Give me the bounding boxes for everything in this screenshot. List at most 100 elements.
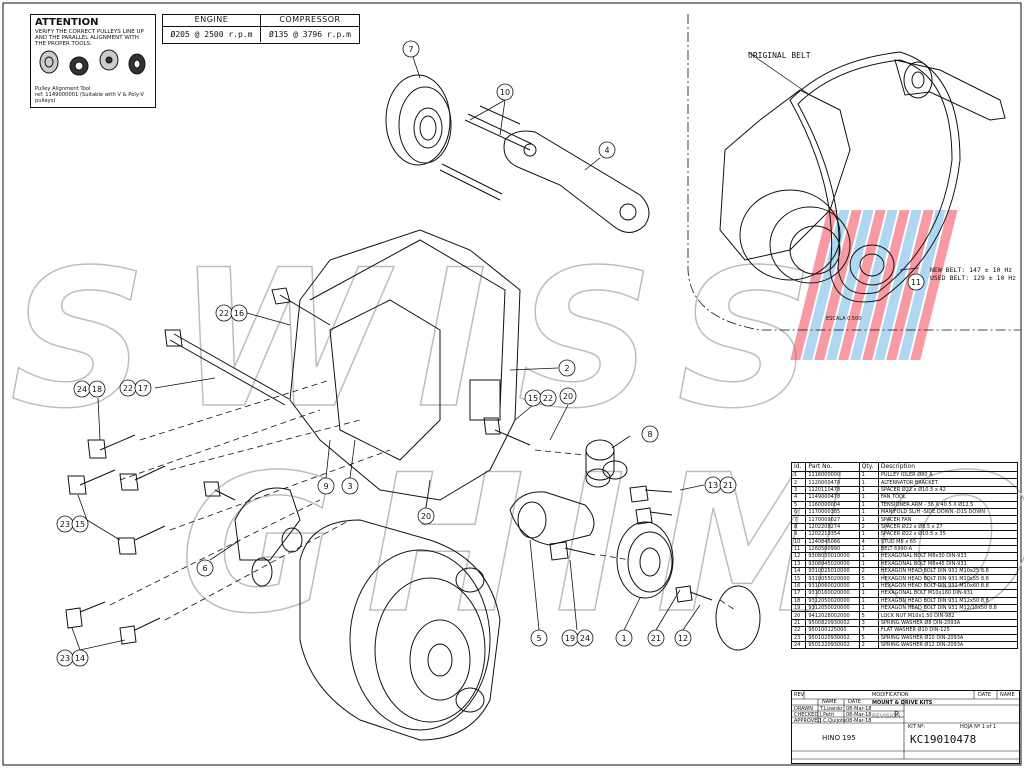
kit-number: KC19010478	[910, 733, 977, 746]
engine-header: ENGINE	[163, 15, 261, 27]
cell-id: 4	[790, 493, 807, 502]
alignment-tool-illustration	[39, 49, 146, 76]
header-part-no: Part No.	[805, 462, 860, 472]
cell-qty: 1	[858, 589, 879, 598]
cell-part-no: 1260500990	[805, 544, 860, 554]
cell-description: FAN TOOL	[877, 493, 1019, 502]
callout-1	[615, 629, 633, 647]
studs	[439, 105, 533, 201]
callout-label: 21	[723, 481, 733, 490]
callout-label: 22	[543, 394, 553, 403]
cell-qty: 1	[858, 544, 879, 554]
callout-label: 24	[77, 385, 87, 394]
revision-label: REVISION:	[872, 713, 903, 720]
cell-id: 12	[790, 552, 807, 561]
callout-12	[674, 629, 692, 647]
cell-part-no: 1120110478	[805, 485, 860, 495]
cell-description: SPACER Ø22 x Ø8.5 x 27	[877, 522, 1019, 532]
cell-description: STUD M8 x 65	[877, 537, 1019, 546]
cell-id: 17	[790, 589, 807, 598]
cell-qty: 7	[858, 626, 879, 635]
callout-2	[558, 359, 576, 377]
cell-part-no: 9310060020000	[805, 581, 860, 591]
cell-qty: 2	[858, 522, 879, 532]
cell-part-no: 1202219354	[805, 530, 860, 539]
attention-notice: ATTENTION VERIFY THE CORRECT PULLEYS LIN…	[30, 14, 156, 108]
cell-id: 9	[790, 530, 807, 539]
category-label: MOUNT & DRIVE KITS	[872, 700, 933, 706]
cell-qty: 1	[858, 559, 879, 569]
approved-name: J.C.Quijote	[820, 718, 847, 724]
title-block: REV MODIFICATION DATE NAME NAME DATE DRA…	[791, 690, 1020, 764]
drawn-label: DRAWN	[794, 706, 813, 712]
cell-id: 23	[790, 633, 807, 643]
callout-label: 12	[678, 634, 688, 643]
cell-description: SPRING WASHER Ø12 DIN-2093A	[877, 640, 1019, 650]
speed-table: ENGINE COMPRESSOR Ø205 @ 2500 r.p.m Ø135…	[162, 14, 360, 44]
callout-21b	[647, 629, 665, 647]
callout-4	[598, 141, 616, 159]
callout-label: 23	[60, 654, 70, 663]
cell-qty: 2	[858, 640, 879, 650]
parts-header-row: Id. Part No. Qty. Description	[790, 462, 1019, 472]
model-name: HINO 195	[822, 734, 856, 742]
assembly-lines	[109, 379, 736, 621]
cell-description: MANIFOLD SL/H -SIDE DOWN -D1S DOWN	[877, 507, 1019, 517]
callout-20b	[417, 507, 435, 525]
cell-qty: 1	[858, 581, 879, 591]
cell-qty: 5	[858, 633, 879, 643]
callout-5	[530, 629, 548, 647]
callout-label: 17	[138, 384, 148, 393]
alternator-bracket	[289, 229, 521, 501]
inset-callout: 11	[911, 278, 921, 287]
checked-name: J.Petit	[820, 712, 835, 718]
callout-label: 13	[708, 481, 718, 490]
new-belt-label: NEW BELT: 147 ± 10 Hz	[930, 266, 1012, 274]
cell-part-no: 1170009027	[805, 515, 860, 524]
cell-id: 20	[790, 611, 807, 620]
cell-id: 2	[790, 478, 807, 487]
cell-id: 7	[790, 515, 807, 524]
cell-description: HEXAGONAL BOLT M10x160 DIN-931	[877, 589, 1019, 598]
compressor-header: COMPRESSOR	[261, 15, 359, 27]
cell-description: HEXAGON HEAD BOLT DIN 931 M12x50 8.8	[877, 596, 1019, 606]
callout-label: 3	[347, 482, 352, 491]
callout-21a	[719, 476, 737, 494]
cell-part-no: 1120000478	[805, 478, 860, 487]
title-block-grid	[792, 691, 1019, 760]
cell-part-no: 9310055020000	[805, 574, 860, 583]
callout-3	[341, 477, 359, 495]
callout-label: 15	[528, 394, 538, 403]
cell-qty: 1	[858, 530, 879, 539]
callout-label: 22	[219, 309, 229, 318]
header-description: Description	[877, 462, 1019, 472]
cell-id: 3	[790, 485, 807, 495]
callout-label: 19	[565, 634, 575, 643]
spacers	[585, 439, 628, 488]
manifold	[234, 487, 301, 561]
cell-qty: 1	[858, 485, 879, 495]
callout-16	[230, 304, 248, 322]
tensioner-arm	[509, 491, 595, 546]
belt-inner	[797, 59, 953, 294]
engine-value: Ø205 @ 2500 r.p.m	[163, 27, 261, 42]
callout-17	[134, 379, 152, 397]
callout-label: 5	[536, 634, 541, 643]
cell-description: HEXAGON HEAD BOLT DIN 931 M10x25 8.8	[877, 567, 1019, 576]
header-id: Id.	[790, 462, 807, 472]
callout-20a	[559, 387, 577, 405]
callout-label: 20	[563, 392, 573, 401]
cell-part-no: 9310025010000	[805, 567, 860, 576]
callout-label: 16	[234, 309, 244, 318]
idler-pulley	[616, 521, 674, 599]
callout-label: 9	[323, 482, 328, 491]
